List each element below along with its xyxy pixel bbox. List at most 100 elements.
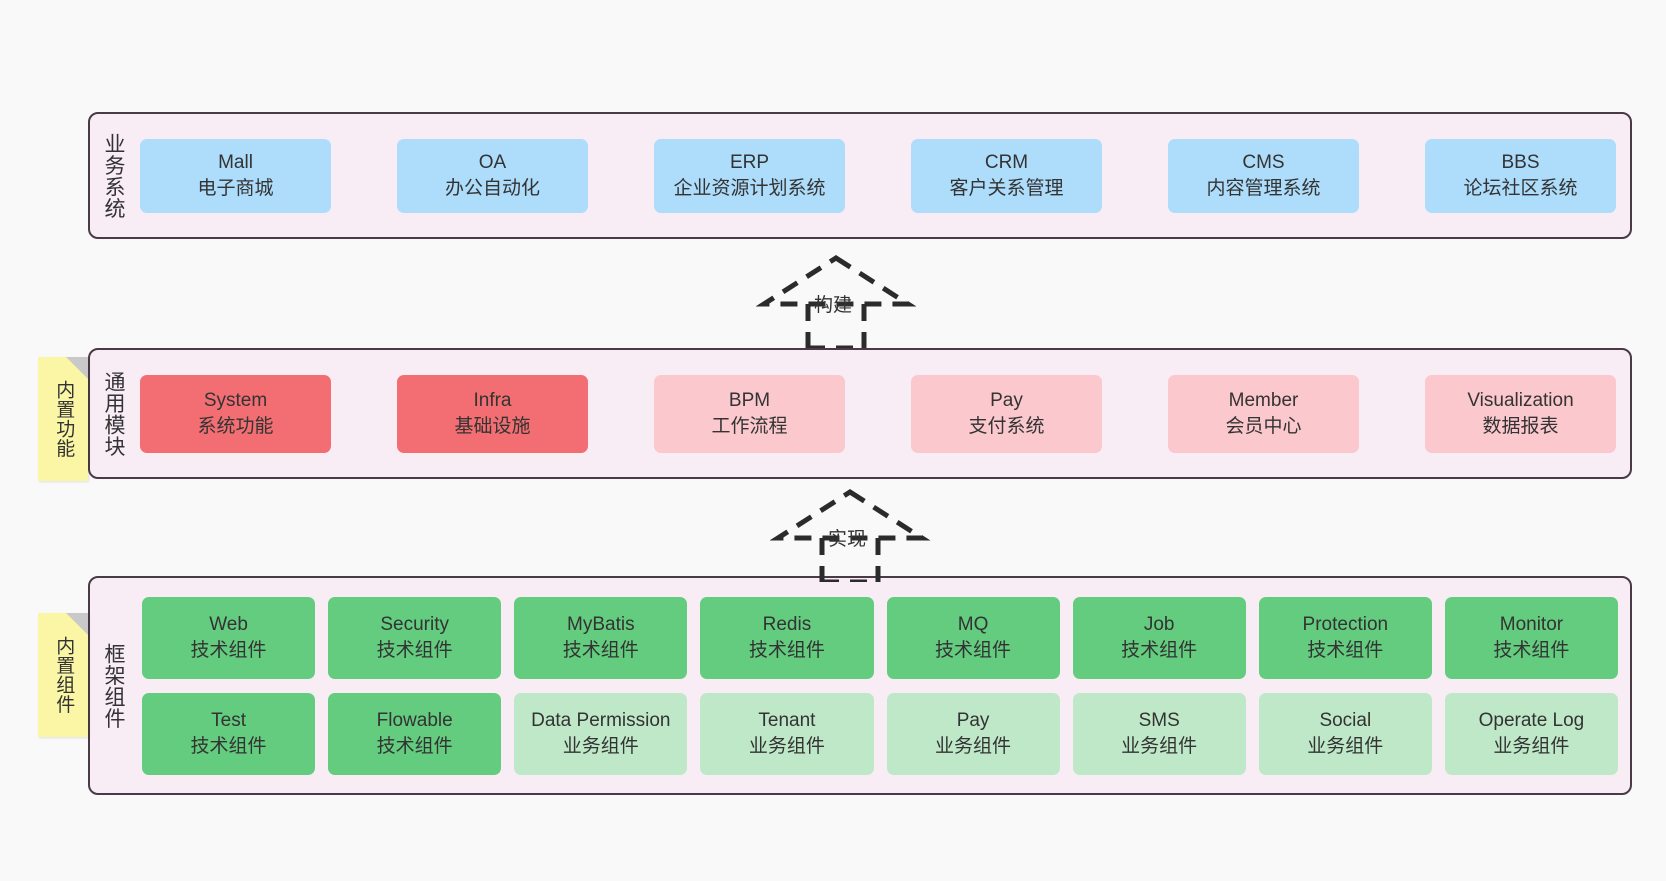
- layer-modules-cards: System 系统功能 Infra 基础设施 BPM 工作流程 Pay 支付系统 Member 会…: [136, 350, 1630, 477]
- card-mq[interactable]: MQ 技术组件: [886, 596, 1060, 679]
- card-title: Tenant: [758, 710, 816, 732]
- card-member[interactable]: Member 会员中心: [1168, 374, 1359, 453]
- card-subtitle: 业务组件: [1493, 735, 1570, 757]
- card-title: Operate Log: [1478, 710, 1585, 732]
- card-data-permission[interactable]: Data Permission 业务组件: [514, 692, 688, 775]
- card-title: Monitor: [1499, 614, 1564, 636]
- card-bpm[interactable]: BPM 工作流程: [654, 374, 845, 453]
- card-title: Visualization: [1467, 390, 1574, 412]
- card-title: CMS: [1242, 152, 1285, 174]
- connector-implement: 实现: [769, 486, 931, 585]
- card-flowable[interactable]: Flowable 技术组件: [328, 692, 502, 775]
- sticky-note-builtin-features-label: 内置功能: [53, 380, 75, 458]
- card-subtitle: 业务组件: [562, 735, 639, 757]
- card-subtitle: 内容管理系统: [1206, 177, 1321, 199]
- card-web[interactable]: Web 技术组件: [142, 596, 316, 679]
- card-infra[interactable]: Infra 基础设施: [397, 374, 588, 453]
- card-job[interactable]: Job 技术组件: [1072, 596, 1246, 679]
- card-subtitle: 系统功能: [197, 415, 274, 437]
- card-title: System: [203, 390, 268, 412]
- card-protection[interactable]: Protection 技术组件: [1258, 596, 1432, 679]
- card-title: Test: [211, 710, 246, 732]
- card-subtitle: 技术组件: [190, 639, 267, 661]
- card-subtitle: 技术组件: [1121, 639, 1198, 661]
- card-title: CRM: [984, 152, 1029, 174]
- card-security[interactable]: Security 技术组件: [328, 596, 502, 679]
- sticky-note-builtin-features: 内置功能: [38, 357, 88, 481]
- card-subtitle: 会员中心: [1225, 415, 1302, 437]
- card-subtitle: 技术组件: [1493, 639, 1570, 661]
- card-title: BPM: [728, 390, 771, 412]
- layer-framework-title: 框架组件: [101, 642, 125, 729]
- card-oa[interactable]: OA 办公自动化: [397, 138, 588, 213]
- card-title: SMS: [1138, 710, 1180, 732]
- connector-build-label: 构建: [814, 295, 853, 316]
- layer-common-modules: 通用模块 System 系统功能 Infra 基础设施 BPM 工作流程 Pay 支付系统 Me…: [88, 348, 1632, 479]
- card-subtitle: 支付系统: [968, 415, 1045, 437]
- card-subtitle: 技术组件: [376, 735, 453, 757]
- card-title: MyBatis: [567, 614, 635, 636]
- card-tenant[interactable]: Tenant 业务组件: [700, 692, 874, 775]
- card-test[interactable]: Test 技术组件: [142, 692, 316, 775]
- card-title: Protection: [1302, 614, 1389, 636]
- sticky-fold-icon: [66, 613, 88, 635]
- card-subtitle: 业务组件: [935, 735, 1012, 757]
- card-operate-log[interactable]: Operate Log 业务组件: [1444, 692, 1618, 775]
- layer-modules-title: 通用模块: [101, 370, 125, 457]
- card-subtitle: 业务组件: [1307, 735, 1384, 757]
- sticky-note-builtin-components-label: 内置组件: [53, 636, 75, 714]
- card-system[interactable]: System 系统功能: [140, 374, 331, 453]
- layer-business-title: 业务系统: [101, 132, 125, 219]
- card-visualization[interactable]: Visualization 数据报表: [1425, 374, 1616, 453]
- card-cms[interactable]: CMS 内容管理系统: [1168, 138, 1359, 213]
- card-subtitle: 电子商城: [197, 177, 274, 199]
- card-subtitle: 业务组件: [748, 735, 825, 757]
- card-mybatis[interactable]: MyBatis 技术组件: [514, 596, 688, 679]
- card-subtitle: 技术组件: [935, 639, 1012, 661]
- card-subtitle: 数据报表: [1482, 415, 1559, 437]
- card-title: Flowable: [376, 710, 453, 732]
- card-subtitle: 技术组件: [748, 639, 825, 661]
- card-monitor[interactable]: Monitor 技术组件: [1444, 596, 1618, 679]
- card-subtitle: 论坛社区系统: [1463, 177, 1578, 199]
- card-pay[interactable]: Pay 业务组件: [886, 692, 1060, 775]
- card-subtitle: 基础设施: [454, 415, 531, 437]
- card-title: Data Permission: [531, 710, 671, 732]
- card-title: Security: [380, 614, 449, 636]
- card-redis[interactable]: Redis 技术组件: [700, 596, 874, 679]
- card-title: Redis: [762, 614, 812, 636]
- card-title: Pay: [990, 390, 1023, 412]
- card-subtitle: 技术组件: [190, 735, 267, 757]
- card-title: Pay: [956, 710, 990, 732]
- card-subtitle: 企业资源计划系统: [673, 177, 826, 199]
- card-subtitle: 技术组件: [376, 639, 453, 661]
- connector-implement-label: 实现: [828, 529, 867, 550]
- card-pay[interactable]: Pay 支付系统: [911, 374, 1102, 453]
- card-title: MQ: [957, 614, 989, 636]
- card-title: OA: [478, 152, 507, 174]
- card-crm[interactable]: CRM 客户关系管理: [911, 138, 1102, 213]
- card-title: Web: [209, 614, 248, 636]
- card-subtitle: 客户关系管理: [949, 177, 1064, 199]
- sticky-fold-icon: [66, 357, 88, 379]
- card-title: BBS: [1501, 152, 1540, 174]
- card-subtitle: 办公自动化: [444, 177, 540, 199]
- card-title: Social: [1319, 710, 1372, 732]
- card-erp[interactable]: ERP 企业资源计划系统: [654, 138, 845, 213]
- card-subtitle: 技术组件: [1307, 639, 1384, 661]
- card-title: Job: [1143, 614, 1175, 636]
- card-title: Infra: [473, 390, 512, 412]
- sticky-note-builtin-components: 内置组件: [38, 613, 88, 737]
- card-title: ERP: [729, 152, 770, 174]
- card-title: Member: [1228, 390, 1299, 412]
- card-social[interactable]: Social 业务组件: [1258, 692, 1432, 775]
- card-bbs[interactable]: BBS 论坛社区系统: [1425, 138, 1616, 213]
- card-subtitle: 技术组件: [562, 639, 639, 661]
- card-subtitle: 工作流程: [711, 415, 788, 437]
- connector-build: 构建: [755, 252, 917, 351]
